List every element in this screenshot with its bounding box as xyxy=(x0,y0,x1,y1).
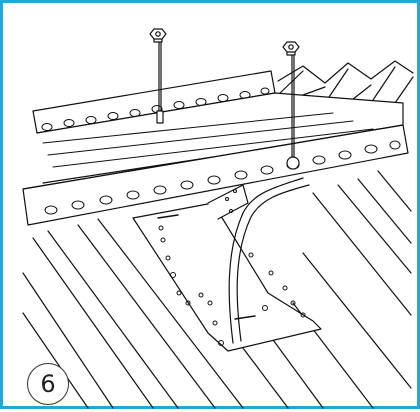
installation-illustration xyxy=(22,28,414,409)
nut-icon xyxy=(149,28,167,43)
bolt-icon xyxy=(286,55,300,170)
cable xyxy=(228,177,310,344)
bracket-plate xyxy=(132,184,322,352)
step-number-badge: 6 xyxy=(27,363,69,405)
nut-icon xyxy=(282,41,300,56)
mounting-rail xyxy=(22,70,409,226)
bolt-icon xyxy=(156,42,164,124)
